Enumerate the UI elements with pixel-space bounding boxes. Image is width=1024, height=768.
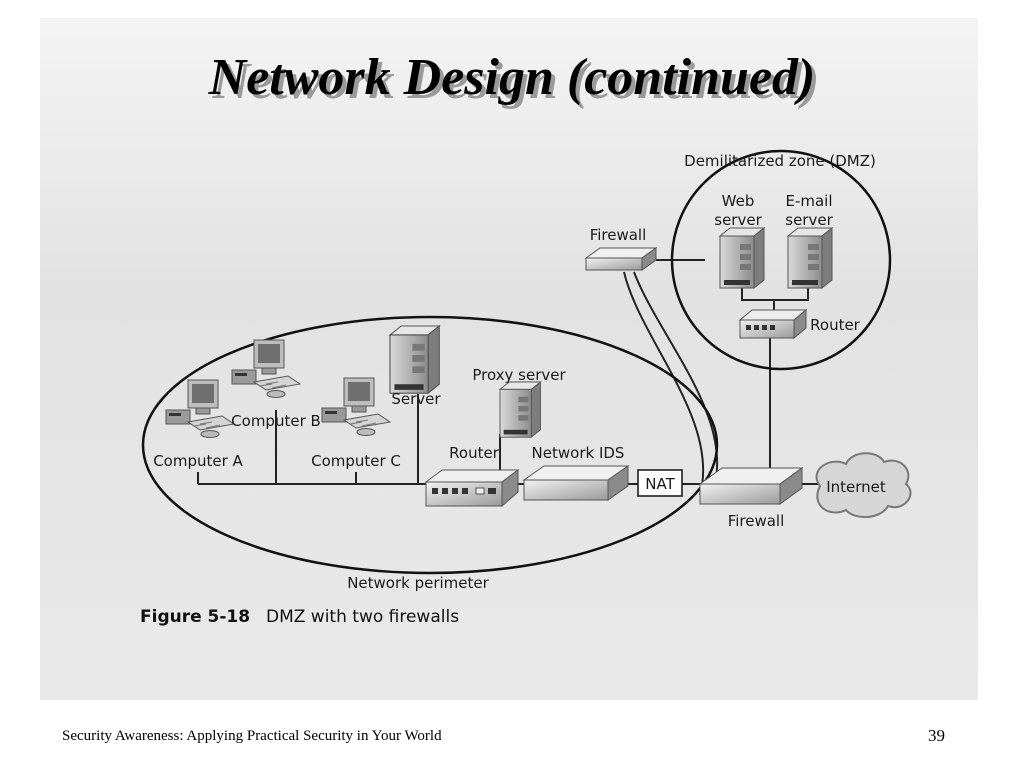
figure-number: Figure 5-18 <box>140 607 250 627</box>
diagram-backdrop <box>40 18 978 700</box>
computer-c-icon <box>321 377 391 436</box>
dmz-router-icon <box>738 308 808 340</box>
email-server-label-line-1: E-mail <box>785 192 832 210</box>
computer-a-label: Computer A <box>153 452 243 470</box>
outer-firewall-label: Firewall <box>728 512 785 530</box>
email-server-label-line-2: server <box>785 211 833 229</box>
page-number: 39 <box>928 726 945 745</box>
internal-router-label: Router <box>449 444 500 462</box>
nat-label: NAT <box>645 475 675 493</box>
web-server-icon <box>719 227 765 289</box>
server-icon <box>389 325 440 394</box>
dmz-router-label: Router <box>810 316 861 334</box>
network-perimeter-zone <box>141 315 719 575</box>
web-server-label-line-1: Web <box>722 192 755 210</box>
web-server-label-line-2: server <box>714 211 762 229</box>
dmz-zone-label: Demilitarized zone (DMZ) <box>684 152 876 170</box>
computer-c-label: Computer C <box>311 452 401 470</box>
email-server-icon <box>787 227 833 289</box>
internal-router-icon <box>424 469 520 508</box>
top-firewall-downlink-2 <box>633 271 719 496</box>
proxy-server-label: Proxy server <box>472 366 566 384</box>
figure-caption: DMZ with two firewalls <box>266 607 459 627</box>
server-label: Server <box>391 390 441 408</box>
outer-firewall-icon <box>698 467 804 505</box>
top-firewall-downlink-1 <box>623 271 705 496</box>
network-perimeter-label: Network perimeter <box>347 574 489 592</box>
slide-title: Network Design (continued) <box>208 49 816 106</box>
dmz-zone <box>670 149 892 371</box>
computer-a-icon <box>165 379 235 438</box>
nat-box: NAT <box>637 469 683 497</box>
internet-cloud-icon <box>815 452 912 518</box>
proxy-server-icon <box>499 381 541 438</box>
top-firewall-label: Firewall <box>590 226 647 244</box>
top-firewall-icon <box>584 247 658 271</box>
network-ids-label: Network IDS <box>532 444 625 462</box>
footer-text: Security Awareness: Applying Practical S… <box>62 728 442 744</box>
network-ids-icon <box>522 465 630 501</box>
internet-label: Internet <box>826 478 886 496</box>
computer-b-label: Computer B <box>231 412 321 430</box>
